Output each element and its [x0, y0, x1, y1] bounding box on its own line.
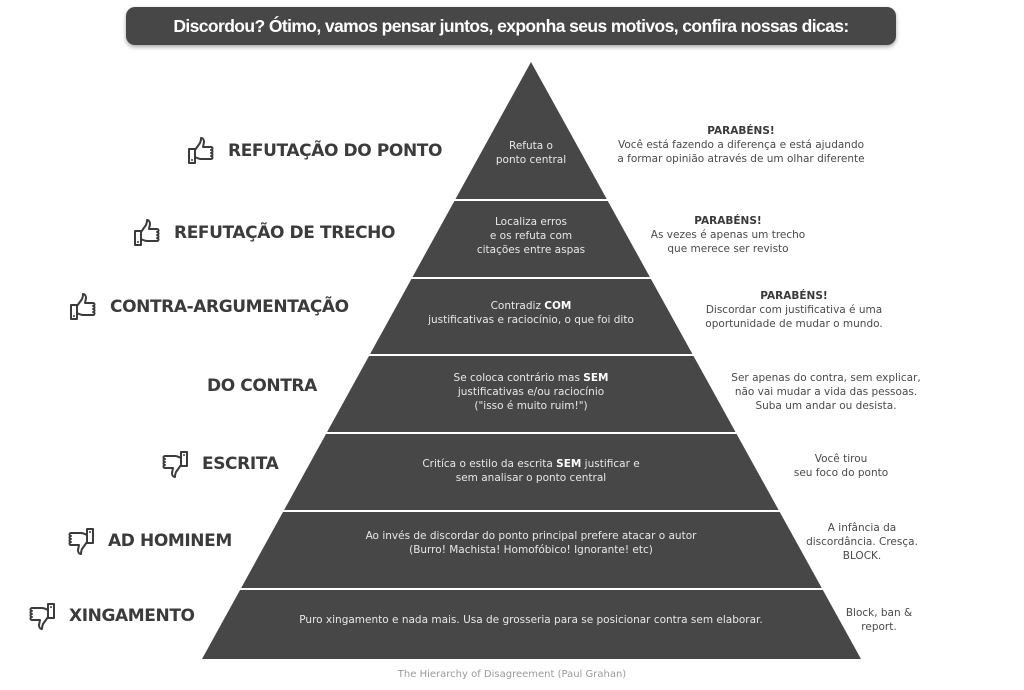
note-line: A infância da [827, 522, 897, 534]
desc-line: justificativas e/ou raciocínio [457, 386, 605, 398]
note-line: a formar opinião através de um olhar dif… [617, 153, 865, 165]
desc-line: Critíca o estilo da escrita SEM justific… [422, 457, 639, 471]
tier-separators [224, 199, 837, 590]
desc-line: ("isso é muito ruim!") [474, 400, 588, 412]
tier-label-text: REFUTAÇÃO DO PONTO [228, 141, 443, 161]
tier-6-description: Ao invés de discordar do ponto principal… [366, 529, 697, 557]
note-heading: PARABÉNS! [760, 290, 828, 302]
note-line: que merece ser revisto [667, 243, 789, 255]
tier-4-description: Se coloca contrário mas SEM justificativ… [454, 371, 609, 413]
note-line: não vai mudar a vida das pessoas. [734, 386, 918, 398]
tier-5-label: ESCRITA [160, 449, 279, 479]
tier-1-label: REFUTAÇÃO DO PONTO [186, 136, 442, 166]
tier-2-note: PARABÉNS! As vezes é apenas um trecho qu… [651, 214, 805, 256]
note-line: seu foco do ponto [793, 467, 889, 479]
tier-label-text: DO CONTRA [207, 376, 317, 396]
tier-5-note: Você tirou seu foco do ponto [794, 452, 888, 480]
desc-line: Puro xingamento e nada mais. Usa de gros… [299, 614, 763, 626]
tier-label-text: REFUTAÇÃO DE TRECHO [174, 223, 396, 243]
desc-line: e os refuta com [489, 230, 573, 242]
thumbs-up-icon [70, 293, 96, 320]
tier-label-text: AD HOMINEM [108, 531, 232, 551]
note-line: Suba um andar ou desista. [755, 400, 897, 412]
thumbs-down-icon [29, 603, 55, 630]
tier-6-label: AD HOMINEM [66, 526, 232, 556]
note-heading: PARABÉNS! [707, 125, 775, 137]
desc-bold: SEM [583, 372, 609, 384]
thumbs-down-icon [68, 528, 94, 555]
desc-fragment: justificar e [581, 458, 640, 470]
desc-bold: SEM [556, 458, 582, 470]
desc-line: Contradiz COM [428, 299, 634, 313]
desc-line: Ao invés de discordar do ponto principal… [365, 530, 697, 542]
note-line: Block, ban & [845, 607, 913, 619]
desc-line: sem analisar o ponto central [455, 472, 607, 484]
tier-6-note: A infância da discordância. Cresça. BLOC… [806, 521, 918, 563]
pyramid-shape [202, 62, 861, 659]
desc-line: Se coloca contrário mas SEM [454, 371, 609, 385]
note-line: Ser apenas do contra, sem explicar, [731, 372, 921, 384]
tier-5-description: Critíca o estilo da escrita SEM justific… [422, 457, 639, 485]
note-heading: PARABÉNS! [694, 215, 762, 227]
tier-3-note: PARABÉNS! Discordar com justificativa é … [705, 289, 882, 331]
desc-bold: COM [544, 300, 572, 312]
tier-3-label: CONTRA-ARGUMENTAÇÃO [68, 292, 349, 322]
desc-line: Localiza erros [494, 216, 567, 228]
desc-fragment: Critíca o estilo da escrita [422, 458, 557, 470]
tier-3-description: Contradiz COM justificativas e raciocíni… [428, 299, 634, 327]
thumbs-up-icon [188, 137, 214, 164]
tier-1-note: PARABÉNS! Você está fazendo a diferença … [617, 124, 864, 166]
desc-line: Refuta o [509, 140, 553, 152]
tier-7-description: Puro xingamento e nada mais. Usa de gros… [299, 613, 762, 627]
note-line: Discordar com justificativa é uma [705, 304, 883, 316]
tier-2-description: Localiza erros e os refuta com citações … [477, 215, 585, 257]
desc-fragment: Se coloca contrário mas [453, 372, 584, 384]
tier-label-text: ESCRITA [202, 454, 279, 474]
tier-1-description: Refuta o ponto central [496, 139, 566, 167]
thumbs-up-icon [134, 219, 160, 246]
banner-title: Discordou? Ótimo, vamos pensar juntos, e… [173, 15, 849, 36]
note-line: Você tirou [814, 453, 868, 465]
note-line: Você está fazendo a diferença e está aju… [617, 139, 865, 151]
tier-label-text: XINGAMENTO [69, 606, 195, 626]
desc-line: citações entre aspas [476, 244, 586, 256]
tier-4-note: Ser apenas do contra, sem explicar, não … [731, 371, 920, 413]
desc-line: (Burro! Machista! Homofóbico! Ignorante!… [409, 544, 653, 556]
note-line: oportunidade de mudar o mundo. [705, 318, 883, 330]
tier-7-note: Block, ban & report. [846, 606, 912, 634]
caption: The Hierarchy of Disagreement (Paul Grah… [397, 669, 627, 680]
tier-2-label: REFUTAÇÃO DE TRECHO [132, 218, 395, 248]
desc-line: ponto central [495, 154, 567, 166]
thumbs-down-icon [162, 451, 188, 478]
header-banner: Discordou? Ótimo, vamos pensar juntos, e… [126, 7, 896, 45]
note-line: report. [861, 621, 897, 633]
note-line: discordância. Cresça. [806, 536, 918, 548]
desc-fragment: Contradiz [490, 300, 545, 312]
tier-4-label: DO CONTRA [207, 376, 317, 396]
desc-line: justificativas e raciocínio, o que foi d… [428, 314, 634, 326]
note-line: As vezes é apenas um trecho [650, 229, 806, 241]
tier-7-label: XINGAMENTO [27, 601, 195, 631]
tier-label-text: CONTRA-ARGUMENTAÇÃO [110, 297, 349, 317]
note-line: BLOCK. [842, 550, 882, 562]
